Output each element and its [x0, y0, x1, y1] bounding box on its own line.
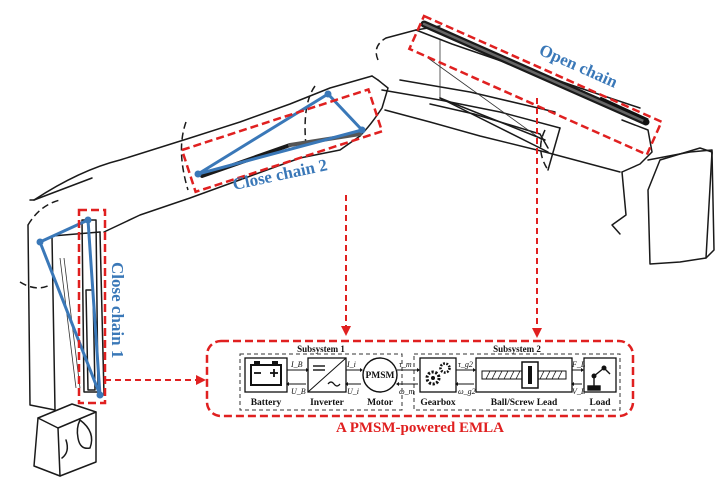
signal-wm: ω_m: [399, 387, 415, 396]
crane-column: [19, 177, 105, 411]
signal-uB: U_B: [291, 387, 306, 396]
robot-arm-icon: [587, 365, 611, 391]
subsystem-2-box: [413, 353, 621, 411]
signal-labels: I_B U_B I_i U_i τ_m ω_m τ_g2 ω_g2 F_L V_…: [290, 360, 586, 396]
highlight-open-chain: [407, 14, 664, 157]
signal-tm: τ_m: [399, 360, 412, 369]
subsystem-1-label: Subsystem 1: [297, 344, 345, 354]
gearbox-label: Gearbox: [420, 398, 456, 408]
signal-wg2: ω_g2: [458, 387, 476, 396]
emla-outer-box: [205, 339, 635, 418]
gear-icon: [425, 370, 441, 386]
connectors: [105, 98, 542, 385]
pmsm-label: PMSM: [365, 371, 394, 381]
gear-small-icon: [439, 362, 451, 374]
gearbox-block: Gearbox: [419, 357, 457, 408]
crane-end-plate: [611, 119, 715, 265]
motor-block: PMSM Motor: [362, 357, 398, 408]
label-close-chain-1: Close chain 1: [108, 262, 127, 358]
close-chain-2-lines: [194, 90, 366, 178]
inverter-block: Inverter: [307, 357, 347, 408]
signal-arrows: [286, 368, 584, 386]
load-block: Load: [583, 357, 617, 408]
signal-ui: U_i: [347, 387, 359, 396]
crane-main-boom: [33, 25, 441, 233]
battery-label: Battery: [251, 398, 282, 408]
signal-FL: F_L: [571, 360, 586, 369]
crane-base: [33, 403, 97, 477]
ball-screw-label: Ball/Screw Lead: [491, 398, 558, 408]
emla-block-diagram: Subsystem 1 Subsystem 2 Battery Inverter…: [205, 339, 635, 436]
signal-iB: I_B: [290, 360, 303, 369]
subsystem-1-box: [239, 353, 403, 411]
emla-title: A PMSM-powered EMLA: [336, 420, 504, 436]
signal-VL: V_L: [572, 387, 586, 396]
signal-tg2: τ_g2: [458, 360, 473, 369]
motor-label: Motor: [367, 398, 394, 408]
ball-screw-block: Ball/Screw Lead: [475, 357, 573, 408]
highlight-close-chain-1: [77, 208, 107, 405]
open-chain-actuator: [420, 20, 650, 153]
signal-ii: I_i: [346, 360, 356, 369]
close-chain-1-lines: [36, 216, 104, 399]
inverter-label: Inverter: [310, 398, 345, 408]
highlight-close-chain-2: [180, 87, 384, 194]
subsystem-2-label: Subsystem 2: [493, 344, 541, 354]
battery-block: Battery: [244, 357, 288, 408]
crane-sketch: [19, 20, 715, 477]
load-label: Load: [589, 398, 611, 408]
